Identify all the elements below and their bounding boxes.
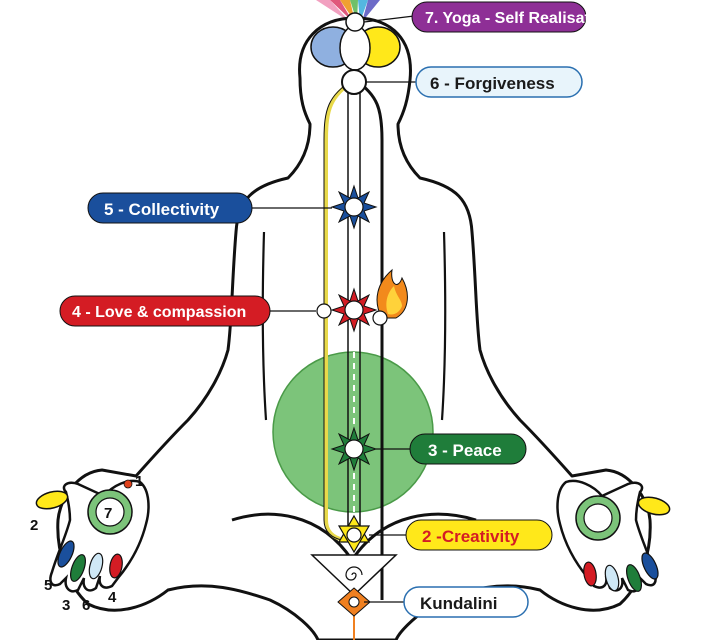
finger-number-5: 5 — [44, 577, 52, 594]
label-collectivity: 5 - Collectivity — [87, 192, 253, 224]
chakra-4-star — [330, 287, 378, 333]
svg-text:5 - Collectivity: 5 - Collectivity — [104, 200, 220, 219]
palm-number-7: 7 — [104, 505, 112, 522]
left-hand: 7 1 2 5 3 6 4 — [30, 473, 150, 614]
finger-number-3: 3 — [62, 597, 70, 614]
chakra-6-node — [341, 69, 367, 95]
svg-text:4 - Love & compassion: 4 - Love & compassion — [72, 304, 246, 321]
left-arm-inner-line — [261, 231, 268, 421]
chakra-3-star — [330, 426, 378, 472]
svg-text:Kundalini: Kundalini — [420, 594, 497, 613]
label-love: 4 - Love & compassion — [59, 295, 271, 327]
label-forgiveness: 6 - Forgiveness — [415, 66, 583, 98]
label-peace: 3 - Peace — [409, 433, 527, 465]
right-arm-inner-line — [440, 231, 447, 421]
svg-text:3 - Peace: 3 - Peace — [428, 441, 502, 460]
finger-number-6: 6 — [82, 597, 90, 614]
finger-number-1: 1 — [135, 473, 143, 490]
kundalini-triangle — [310, 554, 398, 617]
finger-number-2: 2 — [30, 517, 38, 534]
label-yoga: 7. Yoga - Self Realisation — [411, 1, 614, 33]
chakra-7-node — [345, 12, 365, 32]
svg-text:6 - Forgiveness: 6 - Forgiveness — [430, 74, 555, 93]
right-hand — [556, 479, 671, 593]
chakra-5-star — [330, 184, 378, 230]
ida-node-4 — [316, 303, 332, 319]
svg-text:7. Yoga - Self Realisation: 7. Yoga - Self Realisation — [425, 10, 614, 27]
label-creativity: 2 -Creativity — [405, 519, 553, 551]
flame-icon — [372, 268, 408, 326]
chakra-2-hexagram — [337, 514, 371, 554]
svg-text:2 -Creativity: 2 -Creativity — [422, 527, 520, 546]
finger-number-4: 4 — [108, 589, 117, 606]
label-connectors — [252, 15, 416, 603]
crown-chakra-petals — [310, 25, 401, 71]
label-kundalini: Kundalini — [403, 586, 529, 618]
